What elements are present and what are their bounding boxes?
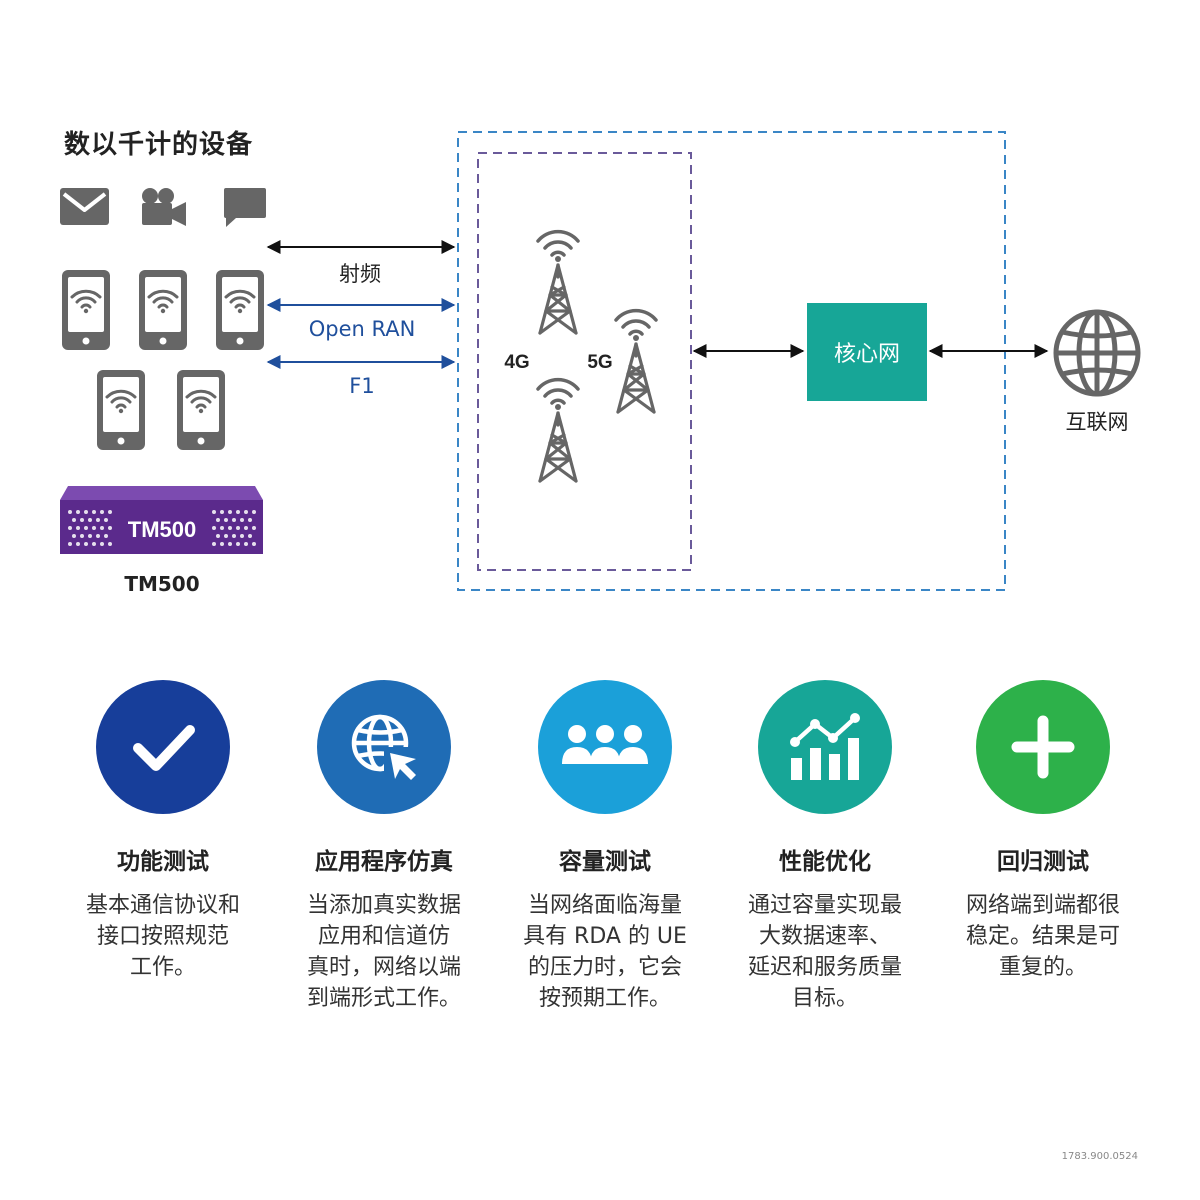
video-camera-icon — [142, 188, 186, 226]
feature-description: 基本通信协议和 接口按照规范 工作。 — [85, 893, 240, 980]
cell-tower-icon — [536, 229, 580, 335]
feature-functional-test: 功能测试 基本通信协议和 接口按照规范 工作。 — [63, 680, 263, 983]
document-id: 1783.900.0524 — [1061, 1151, 1138, 1162]
chat-icon — [224, 188, 266, 227]
phone-icon — [175, 368, 227, 452]
label-4g: 4G — [504, 352, 529, 373]
tm500-caption: TM500 — [124, 572, 200, 596]
feature-title: 功能测试 — [117, 849, 209, 875]
tm500-device: TM500 — [60, 486, 263, 554]
phone-icon — [60, 268, 112, 352]
cell-tower-icon — [614, 308, 658, 414]
plus-icon — [976, 680, 1110, 814]
mail-icon — [60, 188, 109, 225]
rf-label: 射频 — [339, 262, 381, 286]
feature-description: 通过容量实现最 大数据速率、 延迟和服务质量 目标。 — [747, 893, 902, 1011]
feature-title: 容量测试 — [559, 849, 651, 875]
f1-label: F1 — [349, 374, 375, 398]
label-5g: 5G — [587, 352, 612, 373]
ran-boundary — [477, 152, 692, 571]
feature-app-emulation: 应用程序仿真 当添加真实数据 应用和信道仿 真时，网络以端 到端形式工作。 — [284, 680, 484, 1014]
phone-icon — [95, 368, 147, 452]
globe-icon — [1053, 309, 1141, 397]
diagram-title: 数以千计的设备 — [64, 130, 254, 160]
globe-cursor-icon — [317, 680, 451, 814]
cell-tower-icon — [536, 377, 580, 483]
phone-icon — [214, 268, 266, 352]
feature-title: 性能优化 — [779, 849, 871, 875]
network-diagram: TM500 4G 5G — [60, 131, 1141, 591]
users-icon — [538, 680, 672, 814]
feature-title: 应用程序仿真 — [315, 849, 453, 875]
feature-description: 网络端到端都很 稳定。结果是可 重复的。 — [965, 893, 1120, 980]
tm500-badge: TM500 — [128, 517, 196, 542]
chart-icon — [758, 680, 892, 814]
feature-capacity-test: 容量测试 当网络面临海量 具有 RDA 的 UE 的压力时，它会 按预期工作。 — [505, 680, 705, 1014]
feature-description: 当网络面临海量 具有 RDA 的 UE 的压力时，它会 按预期工作。 — [523, 893, 687, 1011]
oran-label: Open RAN — [308, 317, 416, 341]
feature-description: 当添加真实数据 应用和信道仿 真时，网络以端 到端形式工作。 — [306, 893, 461, 1011]
feature-performance: 性能优化 通过容量实现最 大数据速率、 延迟和服务质量 目标。 — [725, 680, 925, 1014]
feature-title: 回归测试 — [997, 849, 1089, 875]
feature-regression-test: 回归测试 网络端到端都很 稳定。结果是可 重复的。 — [943, 680, 1143, 983]
internet-label: 互联网 — [1065, 410, 1129, 434]
phone-icon — [137, 268, 189, 352]
check-icon — [96, 680, 230, 814]
core-network-box: 核心网 — [807, 303, 927, 401]
network-boundary — [457, 131, 1006, 591]
